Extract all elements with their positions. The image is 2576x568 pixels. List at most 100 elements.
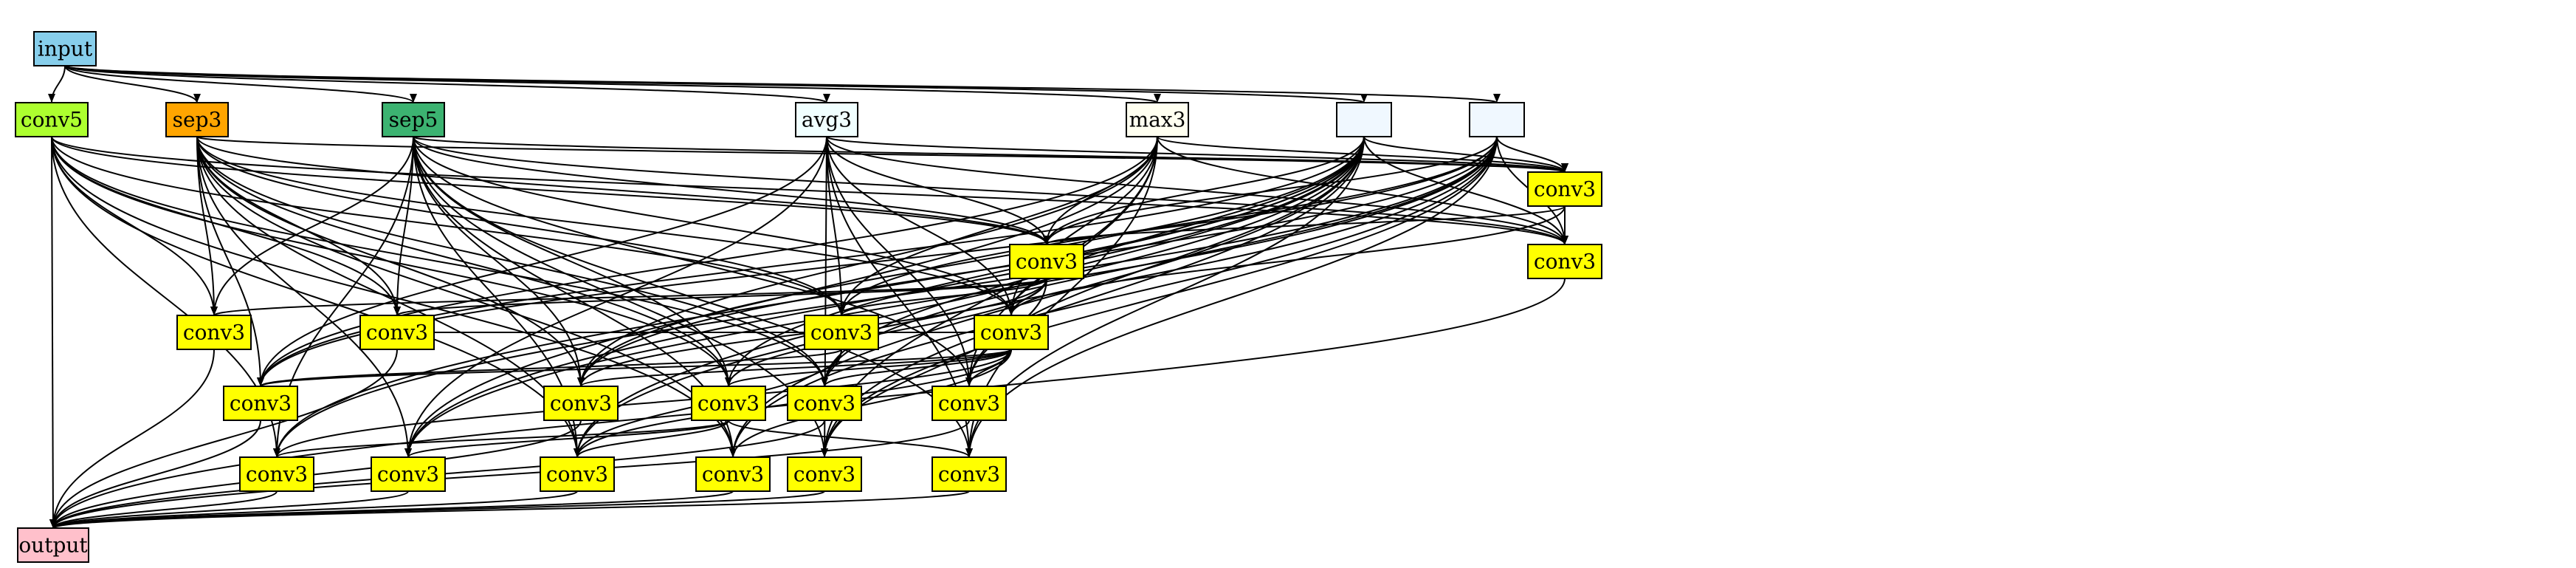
edge-c10-to-c16 xyxy=(404,420,729,458)
node-input: input xyxy=(33,31,97,66)
node-c16: conv3 xyxy=(371,456,446,492)
edge-conv5-to-c9 xyxy=(51,136,828,387)
edge-c17-to-output xyxy=(49,490,278,529)
node-c12: conv3 xyxy=(223,386,298,421)
edge-avg3-to-c3 xyxy=(826,136,1050,245)
edge-blank2-to-c1 xyxy=(1496,136,1568,173)
edge-sep5-to-c11 xyxy=(413,136,585,387)
node-box-c10 xyxy=(691,386,766,421)
node-label-c6: conv3 xyxy=(366,321,428,345)
node-c11: conv3 xyxy=(543,386,619,421)
node-box-c15 xyxy=(540,456,615,492)
nodes-layer: input conv5 sep3 sep5 avg3 max3 conv3 conv3 conv… xyxy=(15,31,1602,563)
edge-blank1-to-c15 xyxy=(574,136,1365,458)
node-label-c17: conv3 xyxy=(246,462,308,487)
edge-blank2-to-c16 xyxy=(404,136,1498,458)
node-label-c9: conv3 xyxy=(793,391,855,416)
edge-input-to-blank2 xyxy=(64,65,1500,103)
edge-sep5-to-c2 xyxy=(413,136,1568,245)
edge-c8-to-output xyxy=(49,420,970,529)
edge-c1-to-c3 xyxy=(1043,205,1566,245)
edge-conv5-to-c3 xyxy=(51,136,1050,245)
node-box-sep5 xyxy=(382,102,445,137)
node-box-c8 xyxy=(931,386,1007,421)
node-c15: conv3 xyxy=(540,456,615,492)
edge-conv5-to-output xyxy=(49,136,57,529)
node-blank2 xyxy=(1469,102,1525,137)
edge-blank1-to-c11 xyxy=(577,136,1365,387)
edge-input-to-sep3 xyxy=(64,65,201,103)
node-label-avg3: avg3 xyxy=(802,108,852,132)
node-c13: conv3 xyxy=(787,456,862,492)
edge-c14-to-output xyxy=(49,490,734,529)
node-c4: conv3 xyxy=(974,315,1049,350)
edge-c15-to-output xyxy=(49,490,578,529)
node-box-c12 xyxy=(223,386,298,421)
edge-c16-to-output xyxy=(49,490,409,529)
edge-c10-to-c17 xyxy=(273,420,729,458)
node-label-c15: conv3 xyxy=(546,462,608,487)
node-box-c17 xyxy=(239,456,314,492)
node-c6: conv3 xyxy=(359,315,435,350)
node-c5: conv3 xyxy=(176,315,252,350)
node-label-c11: conv3 xyxy=(550,391,612,416)
node-box-c18 xyxy=(931,456,1007,492)
node-output: output xyxy=(17,527,89,563)
node-box-blank2 xyxy=(1469,102,1525,137)
edge-sep5-to-c5 xyxy=(210,136,414,316)
edge-c5-to-output xyxy=(49,349,215,529)
node-label-c1: conv3 xyxy=(1534,177,1596,202)
edge-blank2-to-c3 xyxy=(1043,136,1498,245)
edge-blank1-to-c1 xyxy=(1363,136,1568,173)
edge-blank2-to-c7 xyxy=(838,136,1498,316)
edge-input-to-avg3 xyxy=(64,65,830,103)
edge-blank2-to-c15 xyxy=(574,136,1498,458)
node-box-c13 xyxy=(787,456,862,492)
node-box-c11 xyxy=(543,386,619,421)
node-label-output: output xyxy=(18,533,88,558)
edge-c7-to-c12 xyxy=(257,349,842,387)
node-label-conv5: conv5 xyxy=(21,108,83,132)
edge-c4-to-c12 xyxy=(257,349,1012,387)
node-box-max3 xyxy=(1126,102,1189,137)
node-box-avg3 xyxy=(795,102,858,137)
edge-c6-to-output xyxy=(49,349,398,529)
edge-c4-to-c11 xyxy=(577,349,1012,387)
node-c10: conv3 xyxy=(691,386,766,421)
edge-conv5-to-c2 xyxy=(51,136,1568,245)
node-box-output xyxy=(17,527,89,563)
node-blank1 xyxy=(1336,102,1392,137)
node-c2: conv3 xyxy=(1527,244,1602,279)
node-max3: max3 xyxy=(1126,102,1189,137)
node-c8: conv3 xyxy=(931,386,1007,421)
edge-sep5-to-c8 xyxy=(413,136,973,387)
node-label-c2: conv3 xyxy=(1534,250,1596,274)
edge-blank1-to-c2 xyxy=(1363,136,1568,245)
edge-input-to-conv5 xyxy=(48,65,66,103)
node-label-c4: conv3 xyxy=(980,321,1042,345)
node-box-input xyxy=(33,31,97,66)
node-box-c1 xyxy=(1527,171,1602,207)
node-box-c5 xyxy=(176,315,252,350)
node-label-c12: conv3 xyxy=(230,391,292,416)
edge-sep3-to-c3 xyxy=(196,136,1050,245)
edge-avg3-to-c7 xyxy=(826,136,845,316)
edge-max3-to-c7 xyxy=(838,136,1158,316)
edge-c10-to-c18 xyxy=(728,420,973,458)
node-conv5: conv5 xyxy=(15,102,89,137)
edge-sep3-to-c11 xyxy=(196,136,585,387)
edge-max3-to-c11 xyxy=(577,136,1158,387)
edge-blank2-to-c17 xyxy=(273,136,1498,458)
node-c3: conv3 xyxy=(1009,244,1084,279)
node-label-input: input xyxy=(38,37,93,61)
edge-avg3-to-c12 xyxy=(257,136,827,387)
node-box-c2 xyxy=(1527,244,1602,279)
node-sep3: sep3 xyxy=(165,102,229,137)
node-box-c9 xyxy=(787,386,862,421)
node-sep5: sep5 xyxy=(382,102,445,137)
node-label-c14: conv3 xyxy=(702,462,764,487)
node-label-max3: max3 xyxy=(1129,108,1186,132)
edge-c3-to-c5 xyxy=(210,278,1047,316)
edge-c3-to-c7 xyxy=(838,278,1047,316)
edge-blank1-to-c14 xyxy=(729,136,1365,458)
